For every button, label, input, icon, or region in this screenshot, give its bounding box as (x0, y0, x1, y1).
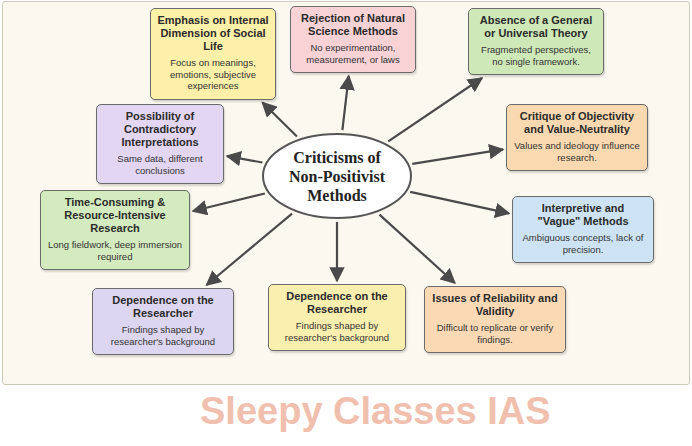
arrow-connector (336, 222, 338, 281)
arrow-connector (227, 156, 262, 162)
criticism-box: Absence of a General or Universal Theory… (468, 8, 604, 75)
box-body: Findings shaped by researcher's backgrou… (99, 324, 227, 347)
arrow-connector (207, 214, 292, 285)
criticism-box: Rejection of Natural Science Methods No e… (290, 6, 416, 73)
box-heading: Dependence on the Researcher (99, 294, 227, 320)
criticism-box: Interpretive and "Vague" MethodsAmbiguou… (512, 196, 654, 263)
arrow-connector (410, 192, 509, 213)
box-heading: Issues of Reliability and Validity (431, 292, 559, 318)
arrow-connector (262, 103, 297, 137)
box-body: Long fieldwork, deep immersion required (47, 239, 183, 262)
criticism-box: Possibility of Contradictory Interpretat… (96, 104, 224, 184)
box-heading: Dependence on the Researcher (275, 290, 399, 316)
box-heading: Critique of Objectivity and Value-Neutra… (513, 110, 641, 136)
criticism-box: Emphasis on Internal Dimension of Social… (150, 8, 276, 100)
box-body: No experimentation, measurement, or laws (297, 42, 409, 65)
box-heading: Emphasis on Internal Dimension of Social… (157, 14, 269, 53)
box-body: Findings shaped by researcher's backgrou… (275, 320, 399, 343)
box-heading: Interpretive and "Vague" Methods (519, 202, 647, 228)
arrow-connector (379, 215, 454, 283)
central-title: Criticisms of Non-Positivist Methods (280, 148, 394, 205)
box-heading: Possibility of Contradictory Interpretat… (103, 110, 217, 149)
central-ellipse: Criticisms of Non-Positivist Methods (262, 133, 412, 219)
box-body: Fragmented perspectives, no single frame… (475, 44, 597, 67)
criticism-box: Critique of Objectivity and Value-Neutra… (506, 104, 648, 171)
criticism-box: Time-Consuming & Resource-Intensive Rese… (40, 190, 190, 270)
box-body: Same data, different conclusions (103, 153, 217, 176)
box-heading: Time-Consuming & Resource-Intensive Rese… (47, 196, 183, 235)
criticism-box: Issues of Reliability and ValidityDiffic… (424, 286, 566, 353)
arrow-connector (342, 76, 348, 130)
criticism-box: Dependence on the ResearcherFindings sha… (268, 284, 406, 351)
box-heading: Absence of a General or Universal Theory (475, 14, 597, 40)
box-body: Ambiguous concepts, lack of precision. (519, 232, 647, 255)
arrow-connector (412, 149, 503, 164)
box-heading: Rejection of Natural Science Methods (297, 12, 409, 38)
box-body: Focus on meanings, emotions, subjective … (157, 57, 269, 92)
box-body: Difficult to replicate or verify finding… (431, 322, 559, 345)
box-body: Values and ideology influence research. (513, 140, 641, 163)
arrow-connector (388, 78, 482, 141)
watermark: Sleepy Classes IAS (200, 390, 551, 433)
criticism-box: Dependence on the ResearcherFindings sha… (92, 288, 234, 355)
arrow-connector (193, 194, 265, 211)
